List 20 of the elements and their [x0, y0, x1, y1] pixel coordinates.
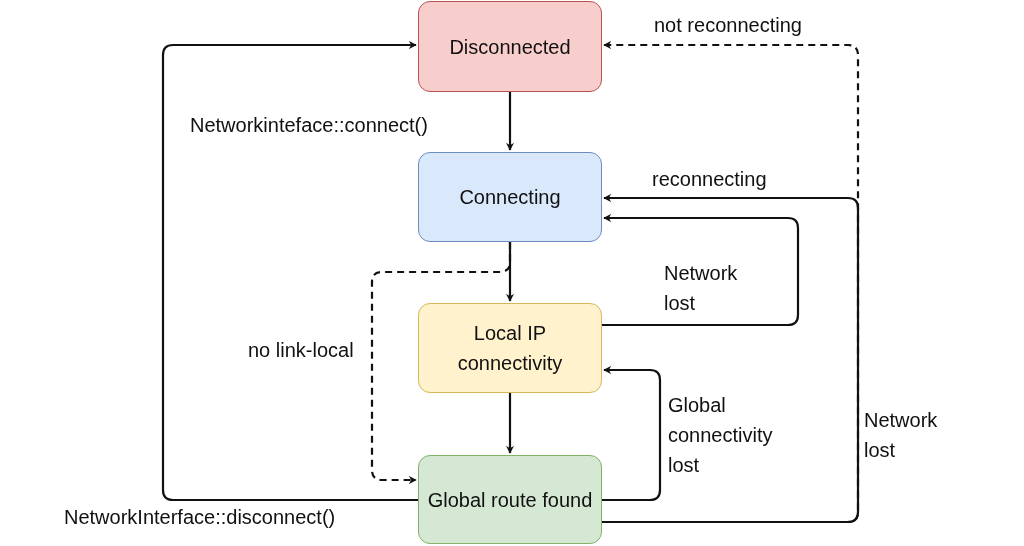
edge-label: Networkinteface::connect(): [190, 113, 429, 138]
arrow: [506, 92, 514, 151]
edge-label: reconnecting: [652, 167, 768, 192]
arrow: [602, 214, 800, 327]
state-box: Disconnected: [418, 1, 602, 92]
arrow: [602, 194, 860, 524]
state-box: Connecting: [418, 152, 602, 242]
dashed-arrow: [602, 41, 860, 524]
edge-label: Network lost: [664, 261, 739, 316]
arrow: [506, 393, 514, 454]
label-text: Network lost: [864, 408, 939, 463]
edge-label: NetworkInterface::disconnect(): [64, 505, 337, 530]
state-box: Local IP connectivity: [418, 303, 602, 393]
edge-label: no link-local: [248, 338, 355, 363]
edge-label: not reconnecting: [654, 13, 803, 38]
dashed-arrow: [370, 242, 512, 484]
arrow: [602, 366, 662, 502]
arrow: [161, 41, 418, 502]
state-box: Global route found: [418, 455, 602, 544]
edge-label: Global connectivity lost: [668, 393, 774, 478]
